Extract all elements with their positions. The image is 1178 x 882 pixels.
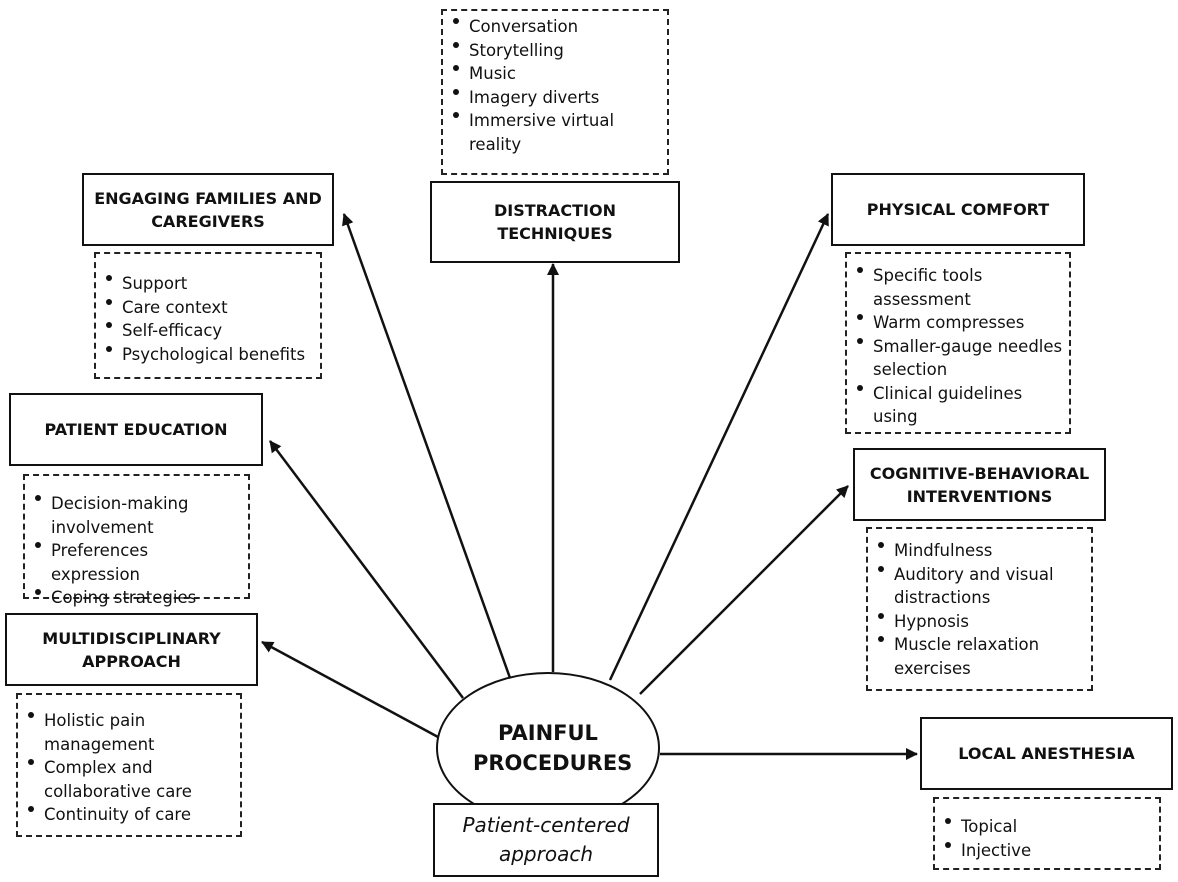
list-item: Topical [945, 815, 1153, 839]
list-item: Mindfulness [878, 539, 1085, 563]
bullet-icon [106, 298, 112, 305]
bullet-icon [878, 542, 884, 548]
bullet-icon [453, 112, 459, 118]
physical-items-box: Specific tools assessment Warm compresse… [845, 252, 1071, 434]
list-item: Complex and collaborative care [28, 756, 234, 803]
arrow-to-cognitive [639, 485, 849, 695]
bullet-icon [106, 345, 112, 352]
distraction-items-box: Conversation Storytelling Music Imagery … [441, 9, 669, 175]
bullet-icon [878, 565, 884, 572]
list-item: Music [453, 62, 661, 86]
bullet-icon [453, 88, 459, 95]
patient-education-box: PATIENT EDUCATION [9, 393, 263, 466]
list-item: Specific tools assessment [857, 264, 1063, 311]
bullet-icon [106, 275, 112, 281]
list-item: Muscle relaxation exercises [878, 633, 1085, 680]
physical-comfort-box: PHYSICAL COMFORT [831, 173, 1085, 246]
list-item: Decision-making involvement [35, 492, 242, 539]
bullet-icon [857, 267, 863, 273]
arrow-to-families [342, 213, 512, 679]
bullet-icon [28, 712, 34, 718]
list-item: Hypnosis [878, 610, 1085, 634]
multidisciplinary-items-list: Holistic pain management Complex and col… [28, 709, 234, 827]
list-item: Self-efficacy [106, 319, 314, 343]
bullet-icon [106, 322, 112, 328]
cognitive-behavioral-title: COGNITIVE-BEHAVIORAL INTERVENTIONS [869, 463, 1090, 506]
list-item: Imagery diverts [453, 86, 661, 110]
arrow-to-multidisciplinary [261, 640, 439, 739]
local-anesthesia-box: LOCAL ANESTHESIA [920, 717, 1173, 790]
painful-procedures-node: PAINFUL PROCEDURES [436, 672, 660, 824]
distraction-techniques-box: DISTRACTION TECHNIQUES [430, 181, 680, 263]
physical-comfort-title: PHYSICAL COMFORT [866, 200, 1050, 219]
bullet-icon [878, 636, 884, 642]
engaging-families-box: ENGAGING FAMILIES AND CAREGIVERS [82, 173, 334, 246]
list-item: Preferences expression [35, 539, 242, 586]
distraction-items-list: Conversation Storytelling Music Imagery … [453, 15, 661, 156]
patient-centered-approach-label: Patient-centered approach [462, 813, 630, 866]
bullet-icon [35, 589, 41, 595]
list-item: Holistic pain management [28, 709, 234, 756]
local-anesthesia-title: LOCAL ANESTHESIA [958, 744, 1135, 763]
engaging-families-title: ENGAGING FAMILIES AND CAREGIVERS [94, 188, 322, 231]
list-item: Warm compresses [857, 311, 1063, 335]
list-item: Coping strategies [35, 586, 242, 610]
painful-procedures-title: PAINFUL PROCEDURES [473, 721, 633, 775]
list-item: Psychological benefits [106, 343, 314, 367]
multidisciplinary-items-box: Holistic pain management Complex and col… [16, 693, 242, 837]
families-items-box: Support Care context Self-efficacy Psych… [94, 252, 322, 379]
patient-education-title: PATIENT EDUCATION [44, 420, 228, 439]
multidisciplinary-approach-title: MULTIDISCIPLINARY APPROACH [42, 628, 221, 671]
bullet-icon [453, 41, 459, 48]
bullet-icon [945, 841, 951, 848]
cognitive-items-list: Mindfulness Auditory and visual distract… [878, 539, 1085, 680]
patient-centered-approach-box: Patient-centered approach [433, 803, 659, 877]
list-item: Storytelling [453, 39, 661, 63]
bullet-icon [28, 759, 34, 765]
bullet-icon [28, 806, 34, 812]
arrow-to-education [269, 440, 464, 699]
bullet-icon [35, 495, 41, 501]
bullet-icon [945, 818, 951, 824]
cognitive-items-box: Mindfulness Auditory and visual distract… [866, 527, 1093, 691]
education-items-list: Decision-making involvement Preferences … [35, 492, 242, 610]
bullet-icon [453, 18, 459, 24]
physical-items-list: Specific tools assessment Warm compresse… [857, 264, 1063, 429]
bullet-icon [453, 65, 459, 71]
cognitive-behavioral-box: COGNITIVE-BEHAVIORAL INTERVENTIONS [853, 448, 1106, 521]
families-items-list: Support Care context Self-efficacy Psych… [106, 272, 314, 366]
list-item: Immersive virtual reality [453, 109, 661, 156]
bullet-icon [857, 337, 863, 344]
arrow-to-physical [608, 213, 830, 681]
list-item: Clinical guidelines using [857, 382, 1063, 429]
list-item: Support [106, 272, 314, 296]
list-item: Conversation [453, 15, 661, 39]
list-item: Auditory and visual distractions [878, 563, 1085, 610]
bullet-icon [35, 542, 41, 548]
bullet-icon [857, 314, 863, 320]
list-item: Care context [106, 296, 314, 320]
bullet-icon [857, 384, 863, 391]
list-item: Injective [945, 839, 1153, 863]
multidisciplinary-approach-box: MULTIDISCIPLINARY APPROACH [5, 613, 258, 686]
list-item: Continuity of care [28, 803, 234, 827]
anesthesia-items-list: Topical Injective [945, 815, 1153, 862]
education-items-box: Decision-making involvement Preferences … [23, 474, 250, 607]
bullet-icon [878, 612, 884, 619]
list-item: Smaller-gauge needles selection [857, 335, 1063, 382]
anesthesia-items-box: Topical Injective [933, 797, 1161, 870]
distraction-techniques-title: DISTRACTION TECHNIQUES [494, 201, 616, 243]
